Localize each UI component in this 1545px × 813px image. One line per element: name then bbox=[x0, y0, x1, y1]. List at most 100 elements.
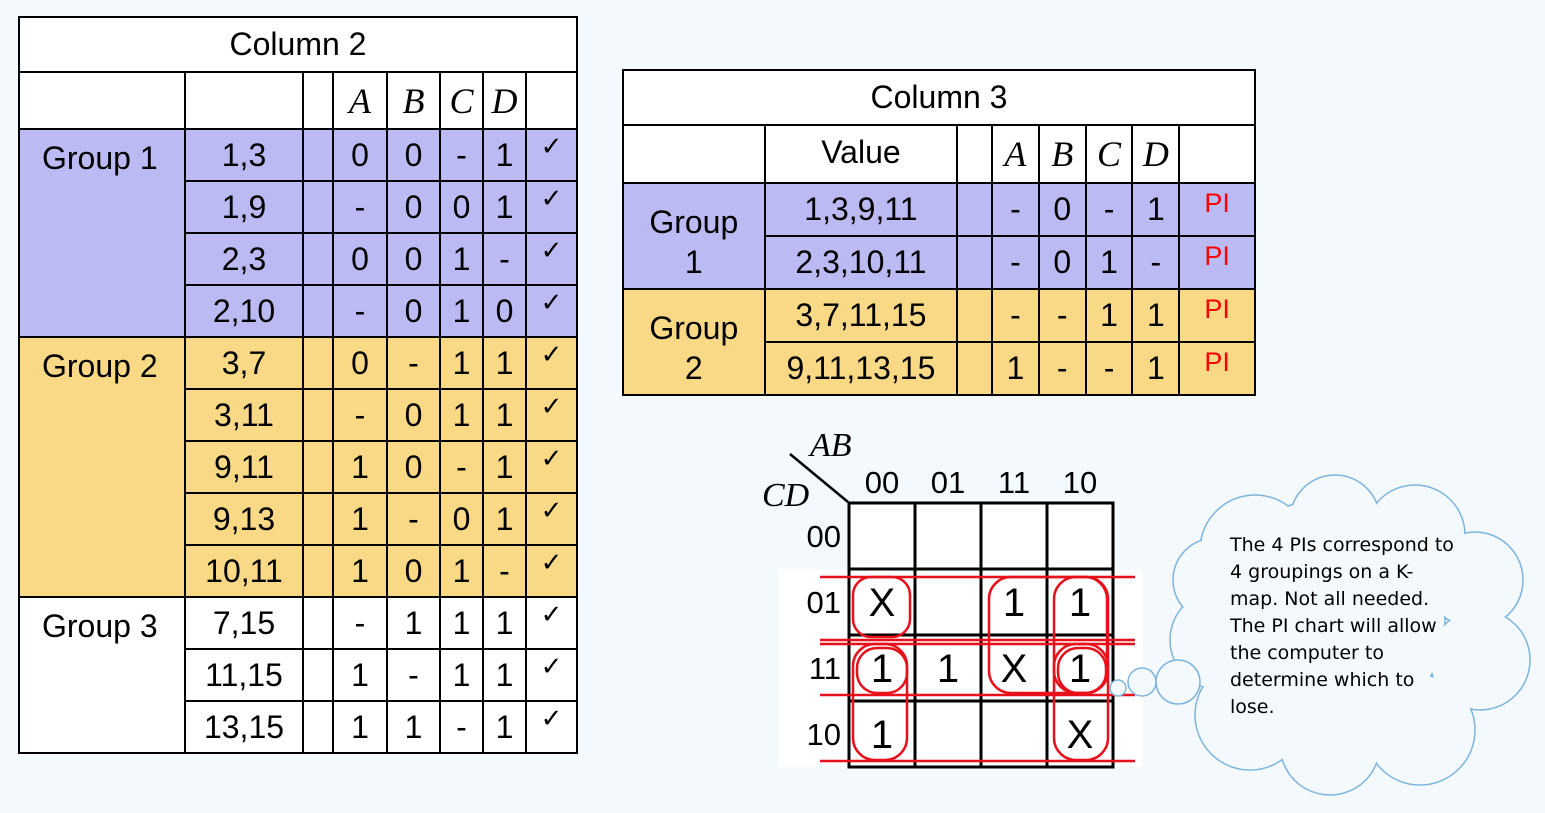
bit-cell: 1 bbox=[482, 596, 527, 650]
kmap-cell bbox=[913, 567, 983, 637]
implicant-value: 1,3 bbox=[184, 128, 304, 182]
bit-cell: 0 bbox=[386, 232, 441, 286]
bit-cell: - bbox=[332, 180, 388, 234]
bit-cell: 0 bbox=[386, 440, 441, 494]
bit-cell: 1 bbox=[482, 336, 527, 390]
kmap-cell bbox=[979, 699, 1049, 769]
implicant-value: 13,15 bbox=[184, 700, 304, 754]
bit-cell: 1 bbox=[482, 128, 527, 182]
bit-cell: 1 bbox=[439, 232, 484, 286]
spacer-cell bbox=[302, 700, 334, 754]
header-d: D bbox=[482, 71, 527, 130]
spacer-cell bbox=[302, 648, 334, 702]
group-label-line: Group bbox=[649, 310, 739, 346]
group-label-line: 1 bbox=[684, 244, 703, 280]
bit-cell: 1 bbox=[439, 648, 484, 702]
note-line: determine which to bbox=[1230, 669, 1415, 691]
spacer-cell bbox=[956, 182, 993, 237]
thought-cloud bbox=[1109, 474, 1531, 796]
implicant-value: 11,15 bbox=[184, 648, 304, 702]
kmap-column-label: 11 bbox=[998, 465, 1030, 500]
kmap-column-label: 01 bbox=[931, 465, 965, 500]
bit-cell: 1 bbox=[332, 648, 388, 702]
bit-cell: 0 bbox=[482, 284, 527, 338]
header-b: B bbox=[1037, 124, 1087, 184]
implicant-value: 3,7 bbox=[184, 336, 304, 390]
bit-cell: - bbox=[386, 336, 441, 390]
bit-cell: 1 bbox=[1084, 235, 1134, 290]
note-line: map. Not all needed. bbox=[1230, 588, 1430, 610]
bit-cell: 0 bbox=[332, 128, 388, 182]
bit-cell: 0 bbox=[1037, 235, 1087, 290]
header-d: D bbox=[1131, 124, 1181, 184]
spacer-cell bbox=[302, 336, 334, 390]
kmap-cell bbox=[913, 699, 983, 769]
kmap-diagonal bbox=[789, 453, 849, 503]
bit-cell: - bbox=[991, 182, 1040, 237]
kmap-cell-value: 1 bbox=[1003, 581, 1025, 625]
bit-cell: - bbox=[991, 235, 1040, 290]
bit-cell: 1 bbox=[332, 544, 388, 598]
kmap-group-loop bbox=[1052, 642, 1110, 762]
bit-cell: 0 bbox=[386, 180, 441, 234]
prime-implicant-label: PI bbox=[1178, 341, 1256, 396]
bit-cell: - bbox=[332, 596, 388, 650]
check-mark: ✓ bbox=[525, 596, 578, 650]
bit-cell: - bbox=[482, 544, 527, 598]
check-mark: ✓ bbox=[525, 284, 578, 338]
kmap-cell bbox=[1045, 567, 1115, 637]
bit-cell: - bbox=[332, 388, 388, 442]
prime-implicant-label: PI bbox=[1178, 182, 1256, 237]
bit-cell: - bbox=[439, 700, 484, 754]
bit-cell: - bbox=[439, 440, 484, 494]
bit-cell: 1 bbox=[439, 596, 484, 650]
kmap-cell-value: X bbox=[1067, 713, 1094, 757]
kmap-row-variable: CD bbox=[762, 477, 810, 514]
note-text: The 4 PIs correspond to 4 groupings on a… bbox=[1230, 532, 1460, 721]
check-mark: ✓ bbox=[525, 388, 578, 442]
kmap-row-label: 01 bbox=[807, 585, 841, 620]
kmap-cell-value: X bbox=[869, 581, 896, 625]
group-label: Group 3 bbox=[18, 596, 186, 754]
bit-cell: 1 bbox=[439, 388, 484, 442]
note-line: The PI chart will allow bbox=[1230, 615, 1437, 637]
kmap-row-label: 10 bbox=[807, 717, 841, 752]
spacer-cell bbox=[302, 440, 334, 494]
kmap-group-loop bbox=[851, 642, 909, 762]
spacer-cell bbox=[302, 596, 334, 650]
header-a: A bbox=[332, 71, 388, 130]
spacer-cell bbox=[302, 180, 334, 234]
bit-cell: 1 bbox=[482, 388, 527, 442]
kmap-group-loop bbox=[855, 646, 909, 695]
spacer-cell bbox=[302, 544, 334, 598]
implicant-value: 1,3,9,11 bbox=[763, 182, 959, 237]
group-label: Group 2 bbox=[622, 288, 766, 396]
group-label-line: 2 bbox=[684, 350, 703, 386]
bit-cell: - bbox=[386, 492, 441, 546]
implicant-value: 3,7,11,15 bbox=[763, 288, 959, 343]
check-mark: ✓ bbox=[525, 492, 578, 546]
bit-cell: - bbox=[991, 288, 1040, 343]
kmap-cell-value: 1 bbox=[1069, 581, 1091, 625]
implicant-value: 2,3 bbox=[184, 232, 304, 286]
bit-cell: 0 bbox=[386, 544, 441, 598]
note-line: 4 groupings on a K- bbox=[1230, 561, 1414, 583]
kmap-cell-value: 1 bbox=[871, 647, 893, 691]
kmap-cell bbox=[1045, 501, 1115, 571]
header-c: C bbox=[439, 71, 484, 130]
bit-cell: 0 bbox=[1037, 182, 1087, 237]
bit-cell: 1 bbox=[386, 596, 441, 650]
bit-cell: 1 bbox=[482, 440, 527, 494]
bit-cell: - bbox=[1037, 341, 1087, 396]
kmap-cell bbox=[979, 501, 1049, 571]
header-c: C bbox=[1084, 124, 1134, 184]
bit-cell: 1 bbox=[386, 700, 441, 754]
bit-cell: 1 bbox=[482, 492, 527, 546]
kmap-column-label: 10 bbox=[1063, 465, 1097, 500]
implicant-value: 1,9 bbox=[184, 180, 304, 234]
